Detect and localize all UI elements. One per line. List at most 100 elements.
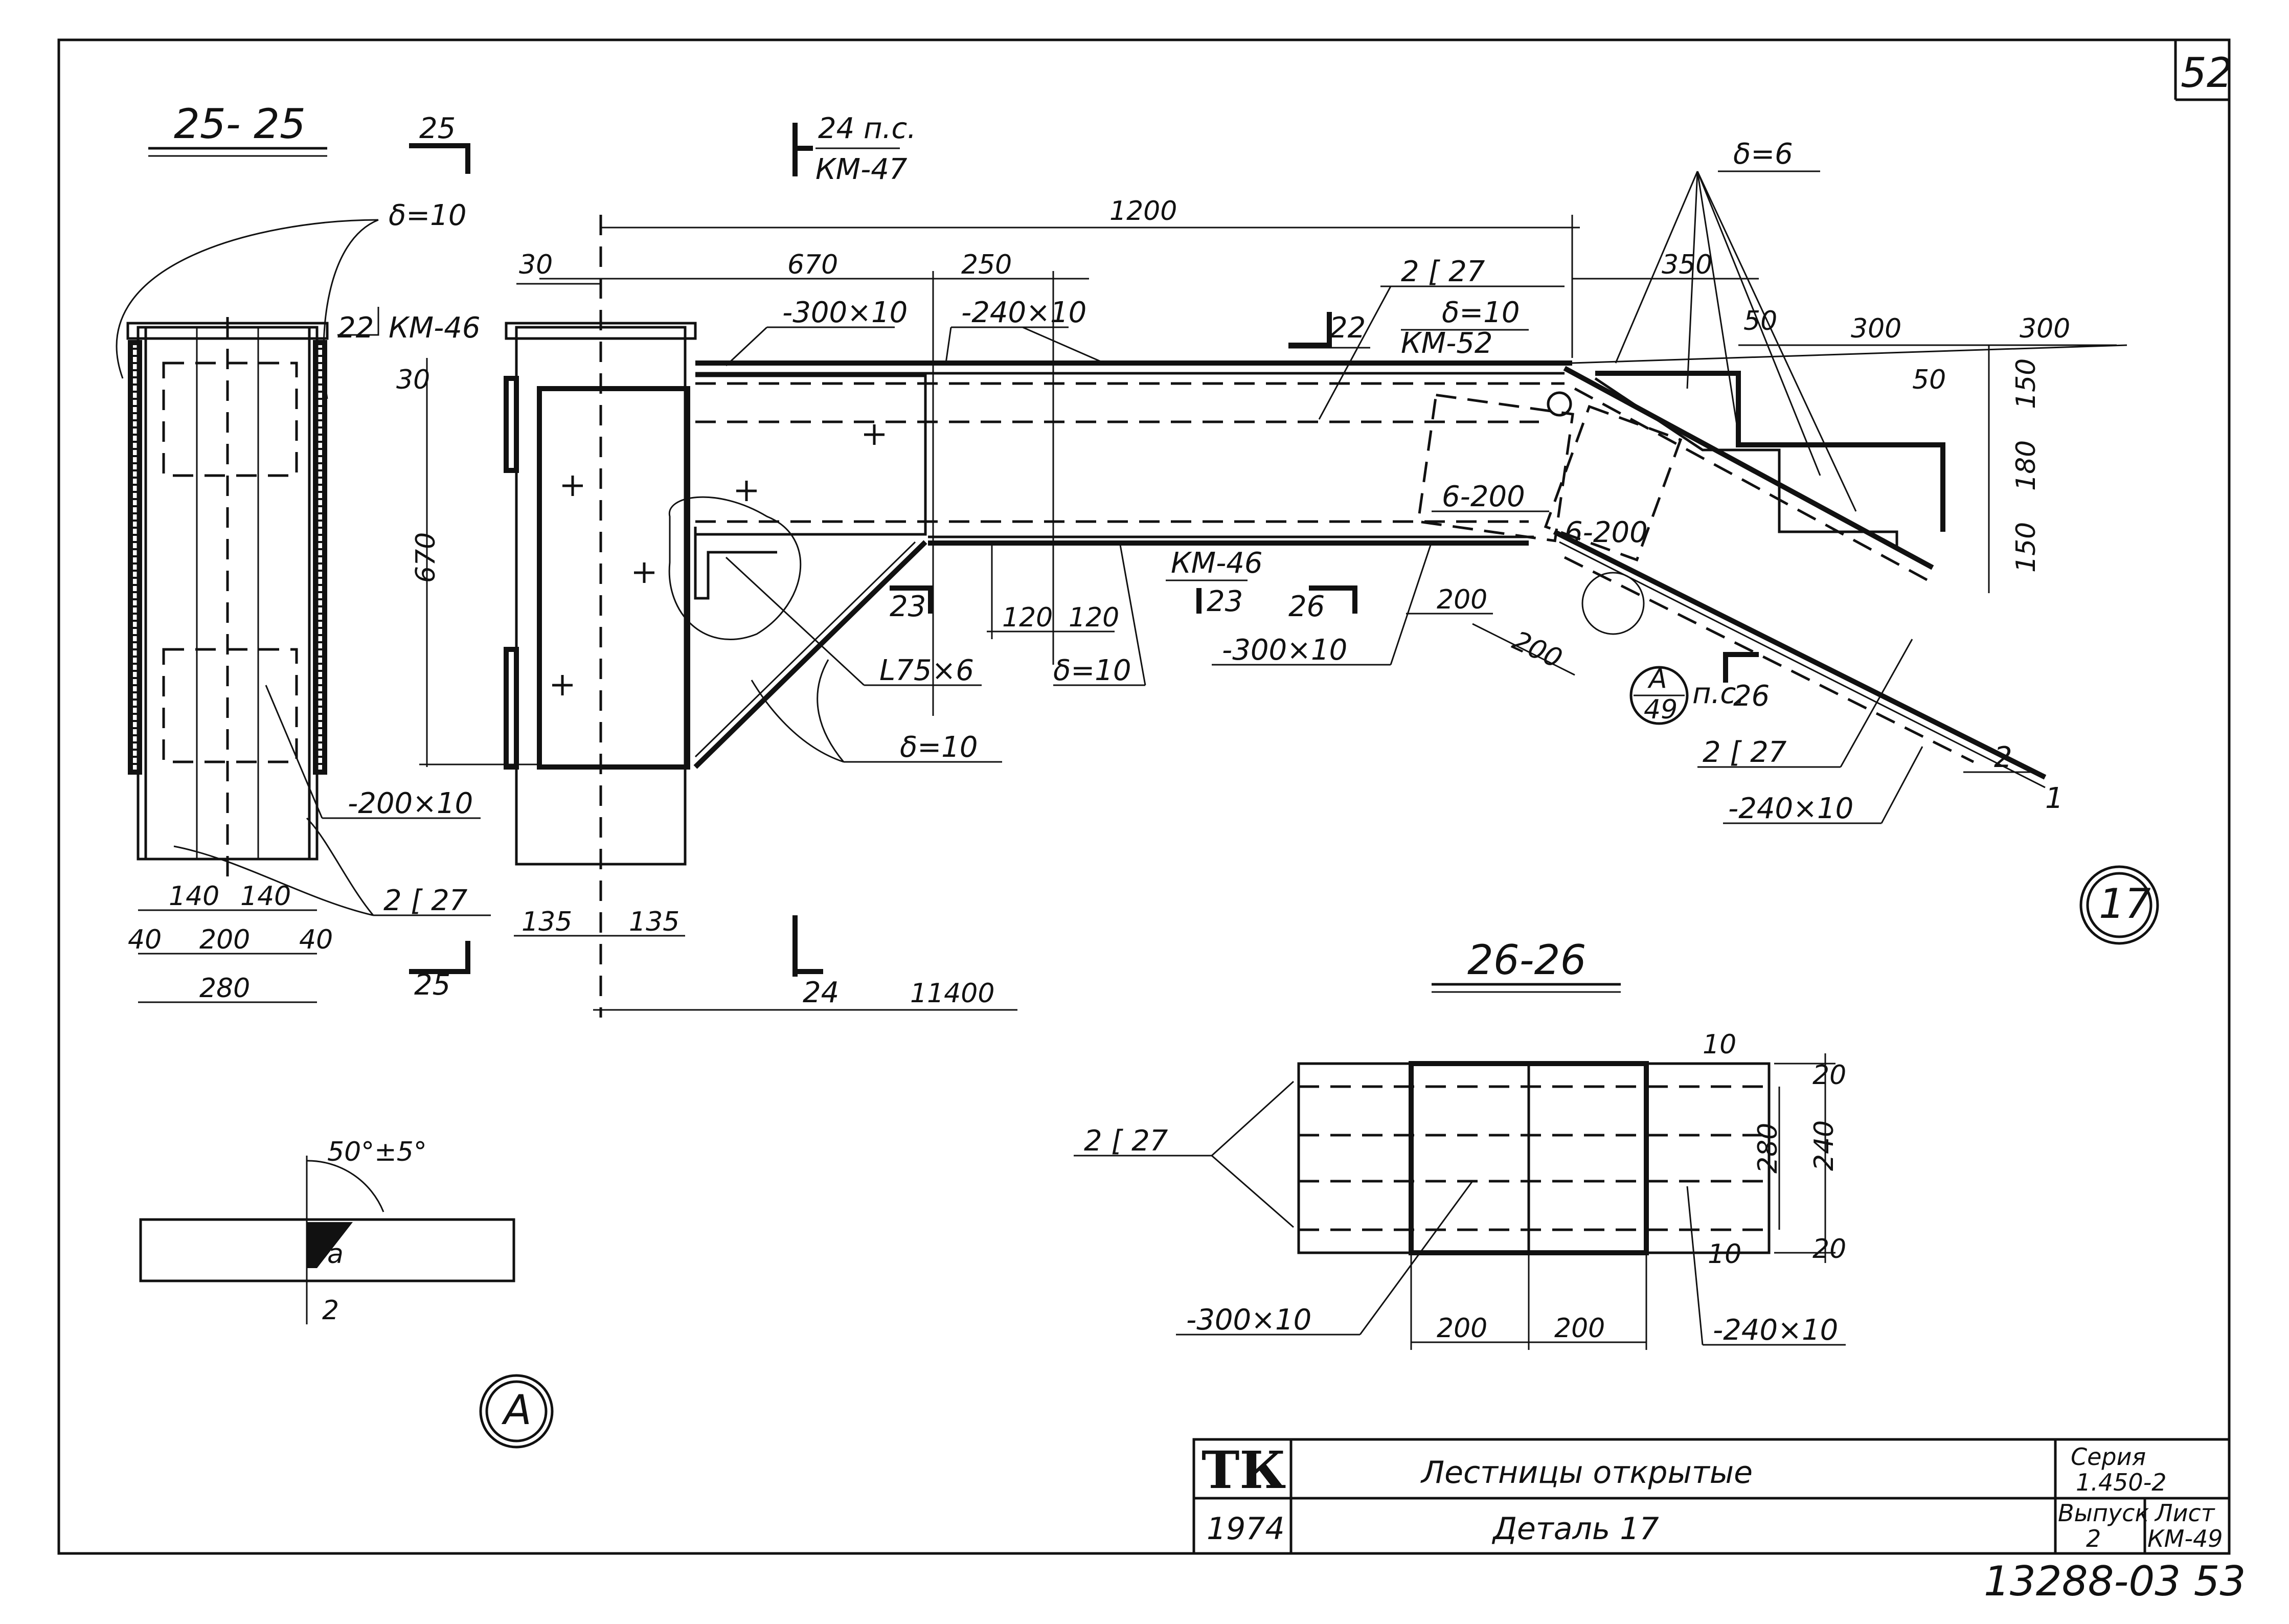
callout-a-circle [1629,666,1689,725]
delta-top: δ=10 [1442,296,1520,329]
stair-elevation: 24 п.с. КМ-47 24 1200 670 250 -300×10 [539,112,2159,1011]
dim-150b: 150 [2011,522,2042,573]
ref-23-a: 23 [890,590,926,623]
dim-670-vert: 670 [411,532,441,583]
channel-2c27-section: 2 [ 27 [1084,1124,1168,1158]
sheet-value: КМ-49 [2147,1525,2223,1552]
dim-26-200a: 200 [1437,1313,1487,1344]
cut-24-sheet: КМ-47 [815,153,908,186]
dim-26-20b: 20 [1812,1234,1846,1265]
dim-180: 180 [2011,440,2042,491]
weld-fill [307,1222,353,1268]
elev-11400: 11400 [910,978,994,1009]
detail-a-a: a [327,1239,344,1270]
sheet-frame [57,38,2231,1555]
dim-140a: 140 [169,881,219,912]
dim-150a: 150 [2011,358,2042,409]
section-26-title: 26-26 [1467,936,1586,984]
dim-40a: 40 [128,924,162,955]
dim-26-10b: 10 [1708,1239,1741,1270]
issue-value: 2 [2086,1525,2101,1552]
title-block: ТК Лестницы открытые 1974 Деталь 17 Сери… [1192,1438,2231,1555]
plate-top-240x10: -240×10 [961,296,1086,329]
cut-24-bottom: 24 [803,976,839,1009]
km46-elev: КМ-46 [1171,547,1263,580]
plate-top-300x10: -300×10 [782,296,908,329]
series-value: 1.450-2 [2076,1469,2167,1496]
plate-26-240x10: -240×10 [1713,1314,1838,1347]
bolts-6-200-b: 6-200 [1565,516,1648,549]
plate-right-240x10: -240×10 [1728,792,1853,825]
plate-26-300x10: -300×10 [1186,1303,1311,1337]
title-year: 1974 [1207,1511,1285,1547]
title-main: Лестницы открытые [1420,1455,1753,1491]
dim-135b: 135 [629,907,679,937]
callout-ps: п.с. [1692,677,1745,710]
dim-40b: 40 [299,924,333,955]
callout-sheet: 49 [1644,694,1678,725]
callout-a: A [1647,664,1667,694]
section-25-25: 25- 25 25 δ=10 22 КМ-46 -200×10 2 [ 27 [116,100,885,1018]
ref-22: 22 [337,311,374,345]
dim-250: 250 [961,250,1012,280]
dim-300b: 300 [2020,313,2070,344]
sheet-km52: КМ-52 [1401,327,1493,360]
cut-24-ref: 24 п.с. [818,112,916,145]
detail-a-label: A [501,1386,532,1434]
series-label: Серия [2071,1443,2146,1471]
dim-26-240: 240 [1809,1120,1840,1171]
delta-bottom: δ=10 [1053,654,1131,687]
dim-30-left: 30 [519,250,553,280]
dim-50a: 50 [1743,306,1777,336]
section-25-delta: δ=10 [389,199,466,232]
ref-26-b: 26 [1733,680,1770,713]
title-logo: ТК [1202,1440,1286,1500]
delta-6: δ=6 [1733,138,1793,171]
plate-200x10: -200×10 [348,787,473,820]
dim-670: 670 [787,250,838,280]
dim-200: 200 [199,924,250,955]
ref-23-b: 23 [1207,585,1243,618]
dim-135a: 135 [522,907,572,937]
dim-300a: 300 [1851,313,1901,344]
dim-120a: 120 [1002,602,1053,633]
bolt-marks [552,424,885,695]
dim-120b: 120 [1069,602,1119,633]
dim-26-10a: 10 [1703,1029,1736,1060]
ref-22-elev: 22 [1329,311,1366,345]
detail-a-angle: 50°±5° [327,1137,427,1167]
sheet-number: 52 [2181,49,2233,97]
plate-bottom-300x10: -300×10 [1222,634,1347,667]
delta-gusset: δ=10 [900,731,978,764]
sheet-label: Лист [2154,1499,2215,1527]
channel-top: 2 [ 27 [1401,255,1485,288]
cut-mark-25-top: 25 [419,112,456,145]
ref-km46: КМ-46 [389,311,481,345]
dim-140b: 140 [240,881,291,912]
dim-200a: 200 [1437,584,1487,615]
section-25-title: 25- 25 [174,100,306,148]
angle-l75x6: L75×6 [879,654,974,687]
issue-label: Выпуск [2058,1499,2149,1527]
dim-30-vert: 30 [396,365,430,395]
dim-26-280: 280 [1753,1123,1783,1174]
dim-50b: 50 [1912,365,1946,395]
num-1: 1 [2045,782,2064,815]
channel-2c27-left: 2 [ 27 [383,884,468,917]
detail-a-gap: 2 [322,1295,339,1326]
section-26-26: 26-26 2 [ 27 -300×10 -240×10 200 200 10 … [1074,936,1846,1350]
detail-a: 50°±5° a 2 A [139,1137,554,1449]
title-detail: Деталь 17 [1491,1511,1659,1547]
channel-bottom: 2 [ 27 [1703,736,1787,769]
dim-350: 350 [1662,250,1712,280]
num-2: 2 [1994,741,2012,774]
sheet-number-box: 52 [2174,40,2233,101]
ref-26-a: 26 [1288,590,1325,623]
bolts-6-200-a: 6-200 [1442,480,1525,513]
detail-17: 17 [2099,880,2151,928]
dim-26-200b: 200 [1554,1313,1605,1344]
dim-26-20a: 20 [1812,1060,1846,1091]
dim-280: 280 [199,973,250,1004]
dim-1200: 1200 [1109,196,1177,227]
